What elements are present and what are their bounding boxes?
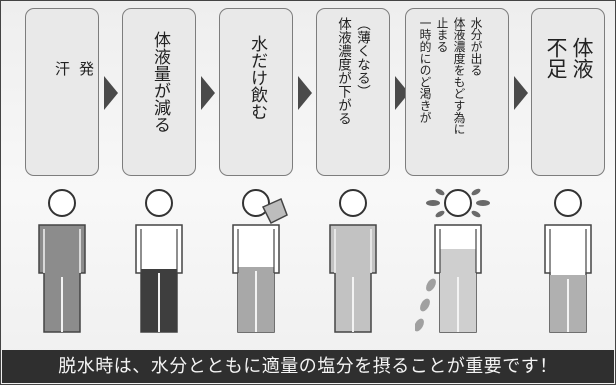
step-label-water-excretion: 水分が出る 体液濃度をもどす為に 止まる 一時的にのど渇きが (418, 17, 483, 135)
step-box-sweating: 発 汗 (25, 8, 99, 176)
person-figure-sweating (38, 189, 86, 333)
step-label-concentration-drop: （薄くなる） 体液濃度が下がる (335, 17, 370, 125)
step-box-fluid-deficiency: 体液 不足 (531, 8, 605, 176)
cup-icon (261, 197, 288, 225)
arrow-right-icon (298, 76, 312, 110)
step-label-drink-water: 水だけ飲む (247, 35, 267, 120)
bottom-banner: 脱水時は、水分とともに適量の塩分を摂ることが重要です！ (2, 350, 614, 383)
step-label-fluid-decrease: 体液量が減る (150, 31, 170, 133)
water-drops-icon (415, 278, 436, 332)
step-label-fluid-deficiency: 体液 不足 (544, 37, 594, 79)
sweat-drops-icon (426, 188, 490, 218)
person-figure-excreting (415, 188, 490, 333)
step-box-drink-water: 水だけ飲む (219, 8, 293, 176)
arrow-right-icon (514, 76, 528, 110)
person-figure-drinking (232, 189, 288, 333)
arrow-right-icon (104, 76, 118, 110)
step-box-water-excretion: 水分が出る 体液濃度をもどす為に 止まる 一時的にのど渇きが (405, 8, 509, 176)
arrow-right-icon (201, 76, 215, 110)
step-box-concentration-drop: （薄くなる） 体液濃度が下がる (316, 8, 390, 176)
step-label-sweating: 発 汗 (53, 61, 95, 76)
person-figure-fluid-decreased (135, 189, 183, 333)
person-figure-diluted (329, 189, 377, 333)
step-box-fluid-decrease: 体液量が減る (122, 8, 196, 176)
person-figure-deficient (544, 189, 592, 333)
